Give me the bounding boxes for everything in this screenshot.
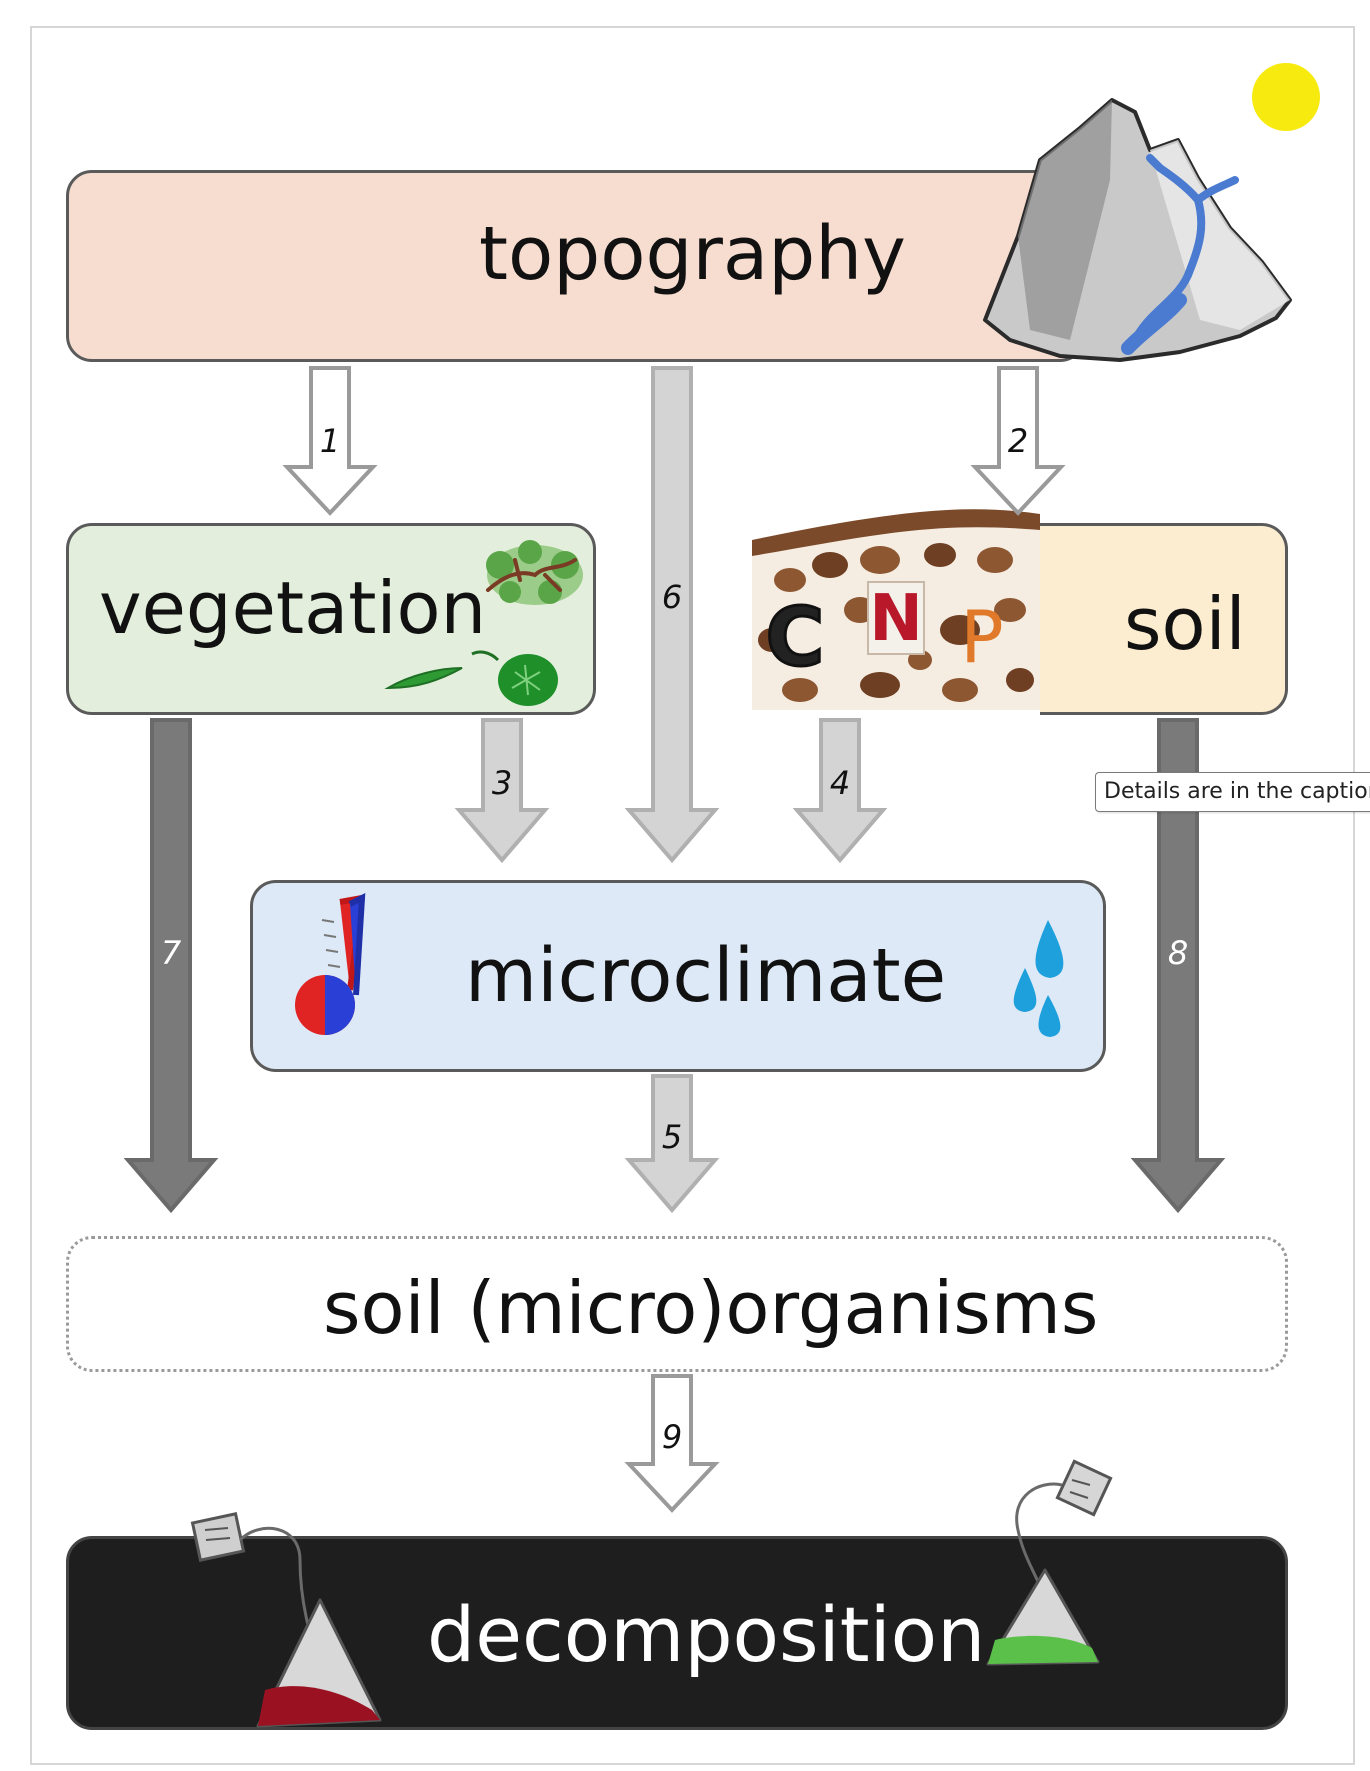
soil-label: soil bbox=[1124, 582, 1246, 666]
arrow-label-1: 1 bbox=[320, 422, 340, 460]
phosphorus-letter: P bbox=[960, 595, 1003, 679]
vegetation-label: vegetation bbox=[99, 566, 487, 650]
topography-label: topography bbox=[479, 211, 906, 297]
arrow-label-7: 7 bbox=[161, 934, 182, 972]
arrow-3 bbox=[454, 718, 550, 864]
carbon-letter: C bbox=[766, 591, 825, 684]
decomposition-label: decomposition bbox=[427, 1590, 986, 1679]
decomposition-box: decomposition bbox=[66, 1536, 1288, 1730]
red-tea-bag-icon bbox=[190, 1512, 382, 1728]
round-leaf-icon bbox=[471, 650, 558, 706]
soil-organisms-label: soil (micro)organisms bbox=[323, 1266, 1099, 1350]
soil-organisms-box: soil (micro)organisms bbox=[66, 1236, 1288, 1372]
tree-icon bbox=[486, 540, 583, 605]
arrow-7 bbox=[123, 718, 219, 1214]
mountain-icon bbox=[983, 98, 1292, 362]
microclimate-box: microclimate bbox=[250, 880, 1106, 1072]
green-tea-bag-icon bbox=[986, 1459, 1113, 1666]
soil-box: soil bbox=[1040, 523, 1288, 715]
topography-box: topography bbox=[66, 170, 1086, 362]
thermometer-icon bbox=[295, 892, 366, 1035]
arrow-label-8: 8 bbox=[1168, 934, 1188, 972]
arrow-4 bbox=[792, 718, 888, 864]
arrow-label-3: 3 bbox=[492, 764, 512, 802]
narrow-leaf-icon bbox=[384, 667, 463, 690]
microclimate-label: microclimate bbox=[465, 933, 947, 1019]
arrow-label-4: 4 bbox=[830, 764, 850, 802]
arrow-label-2: 2 bbox=[1008, 422, 1028, 460]
arrow-9 bbox=[624, 1374, 720, 1513]
arrow-label-9: 9 bbox=[662, 1418, 682, 1456]
nitrogen-card bbox=[867, 581, 925, 655]
arrow-1 bbox=[282, 366, 378, 516]
arrow-label-5: 5 bbox=[662, 1118, 682, 1156]
arrow-label-6: 6 bbox=[662, 578, 682, 616]
arrow-6 bbox=[624, 366, 720, 864]
arrow-5 bbox=[624, 1074, 720, 1214]
arrow-2 bbox=[970, 366, 1066, 516]
caption-tooltip: Details are in the caption bbox=[1095, 772, 1370, 812]
water-drops-icon bbox=[1013, 920, 1064, 1037]
sun-icon bbox=[1252, 63, 1320, 131]
nitrogen-letter: N bbox=[869, 582, 923, 656]
